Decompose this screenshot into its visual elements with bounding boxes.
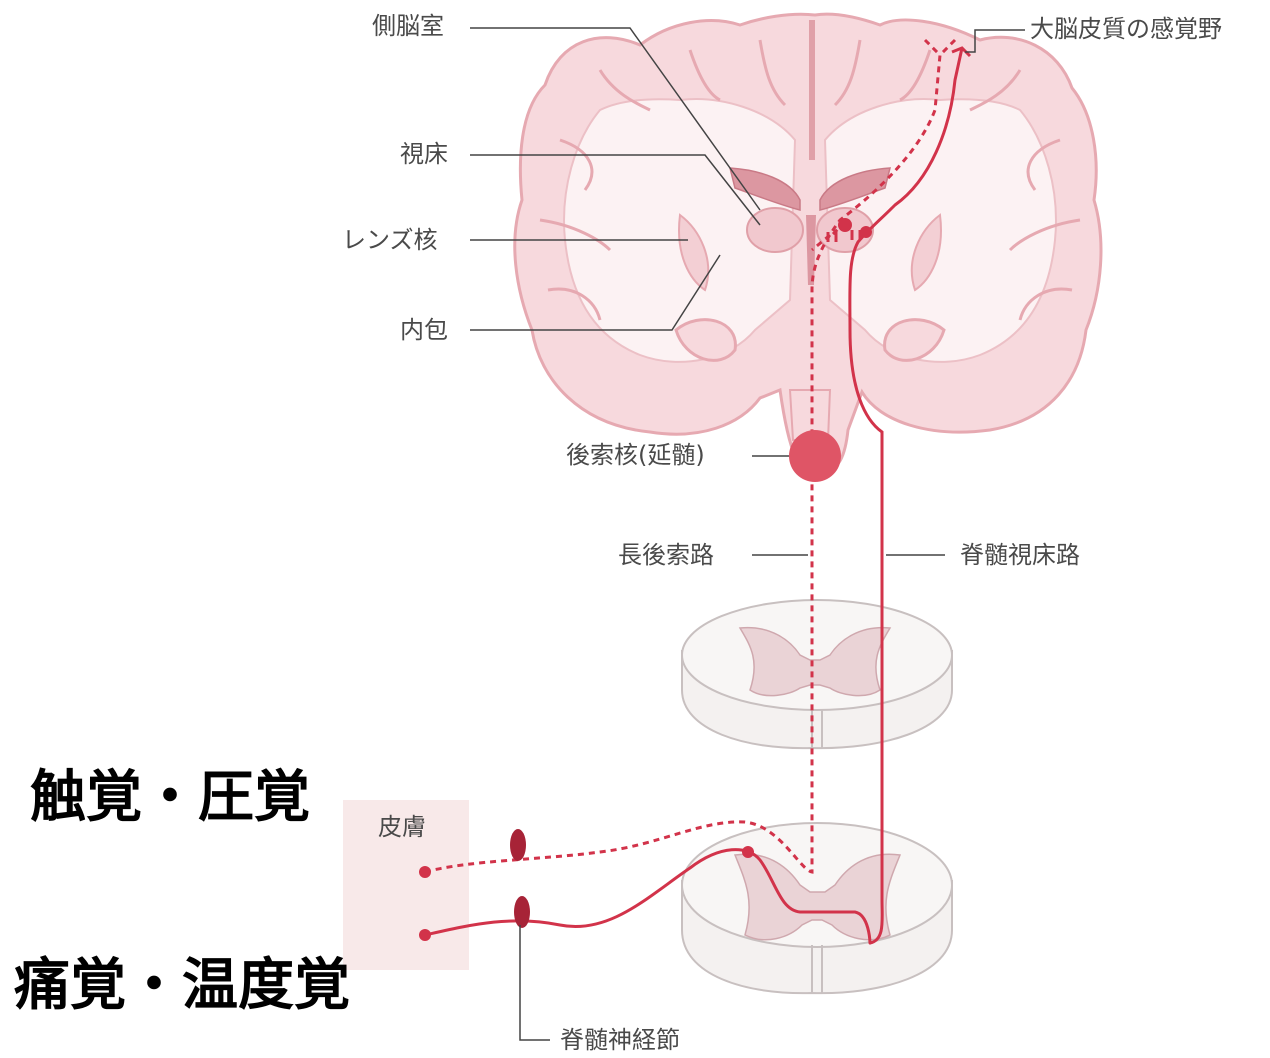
leader-spinal-ganglion [520,925,550,1040]
spinal-cord-lower-section [682,823,952,993]
label-spinothalamic-tract: 脊髄視床路 [960,543,1080,567]
label-spinal-ganglion: 脊髄神経節 [560,1028,680,1052]
thalamic-relay-dot-1 [838,218,852,232]
cord-upper-face [682,600,952,710]
spinal-cord-upper-section [682,600,952,748]
label-skin: 皮膚 [378,815,426,839]
label-touch-pressure: 触覚・圧覚 [30,770,310,826]
label-thalamus: 視床 [400,142,448,166]
thalamic-relay-dot-2 [860,226,872,238]
cord-lower-face [682,823,952,947]
thalamus-left-shape [747,208,803,252]
label-lateral-ventricle: 側脳室 [372,14,444,38]
brain-coronal-section [515,14,1101,470]
dorsal-column-nucleus [789,430,841,482]
skin-receptor-touch [419,866,431,878]
label-internal-capsule: 内包 [400,318,448,342]
spinal-ganglion-touch [510,829,526,861]
label-sensory-cortex: 大脳皮質の感覚野 [1030,17,1222,41]
skin-receptor-pain [419,929,431,941]
label-pain-temperature: 痛覚・温度覚 [14,958,350,1014]
label-medial-lemniscus: 長後索路 [618,543,714,567]
label-lentiform-nucleus: レンズ核 [342,228,438,252]
label-dorsal-column-nuclei: 後索核(延髄) [566,443,705,467]
dorsal-horn-dot [742,846,754,858]
spinal-ganglion-pain [514,896,530,928]
